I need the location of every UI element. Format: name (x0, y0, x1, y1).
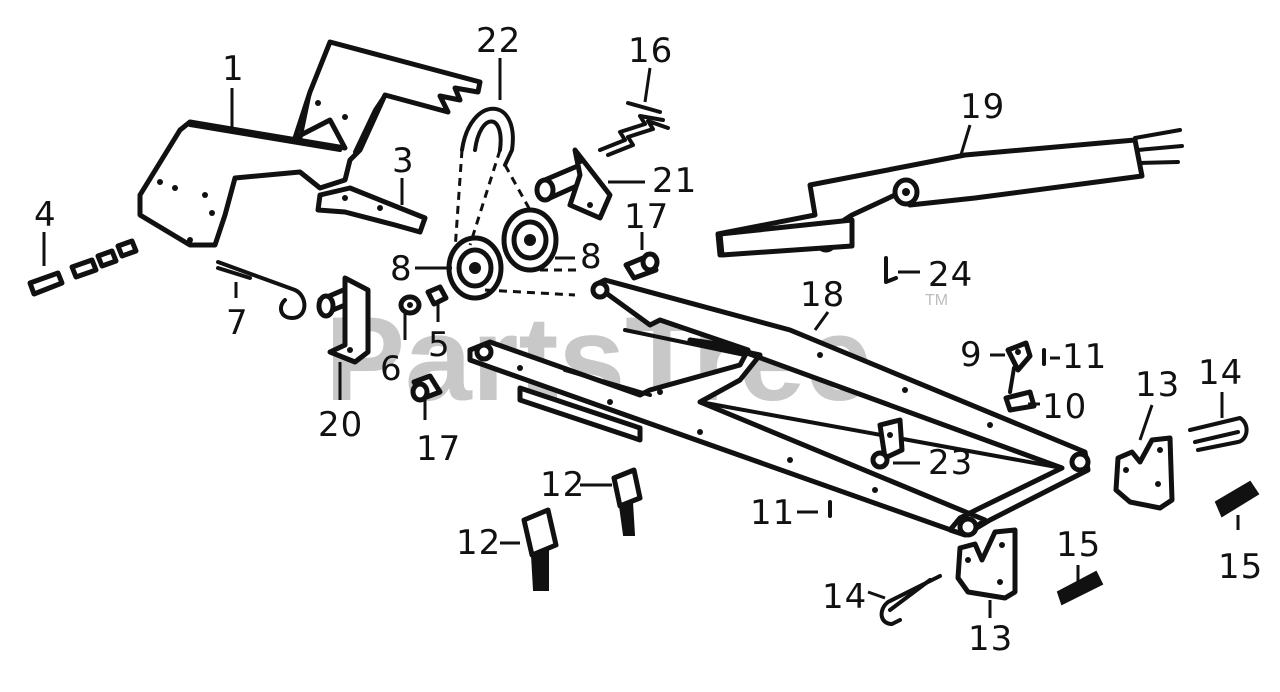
callout-3: 3 (392, 141, 415, 181)
part-8-pulley-right[interactable] (501, 207, 559, 273)
callout-11-lower: 11 (750, 493, 795, 533)
callout-22: 22 (476, 21, 521, 61)
leader-lines (42, 58, 1240, 618)
part-12-connector-upper[interactable] (611, 467, 643, 536)
part-22-belt-guide[interactable] (453, 106, 580, 297)
part-23-clamp[interactable] (870, 417, 905, 470)
callout-11-upper: 11 (1062, 337, 1107, 377)
callout-8-left: 8 (390, 249, 413, 289)
callout-12-upper: 12 (540, 465, 585, 505)
trademark-mark: TM (925, 292, 948, 309)
callout-14-lower: 14 (822, 577, 867, 617)
callout-15-right: 15 (1218, 547, 1263, 587)
callout-17-left: 17 (416, 429, 461, 469)
callout-9: 9 (960, 335, 983, 375)
part-10-pin[interactable] (1003, 389, 1037, 413)
part-20-pivot-bracket[interactable] (316, 275, 371, 365)
part-15-spring-right[interactable] (1214, 480, 1260, 518)
part-12-connector-lower[interactable] (521, 507, 559, 591)
part-1-bracket-plate[interactable] (137, 39, 483, 248)
callout-labels: 1 3 4 5 6 7 8 8 9 10 11 11 12 12 13 13 1… (34, 21, 1263, 659)
callout-7: 7 (226, 303, 249, 343)
part-5-nut[interactable] (425, 284, 449, 307)
part-14-hook-left[interactable] (879, 574, 942, 626)
part-6-washer[interactable] (398, 294, 422, 316)
callout-18: 18 (800, 275, 845, 315)
callout-20: 20 (318, 405, 363, 445)
part-24-pin[interactable] (884, 256, 898, 284)
callout-17-right: 17 (624, 197, 669, 237)
callout-10: 10 (1042, 387, 1087, 427)
callout-23: 23 (928, 443, 973, 483)
part-13-bracket-left[interactable] (955, 527, 1018, 601)
callout-13-upper: 13 (1135, 365, 1180, 405)
callout-16: 16 (628, 31, 673, 71)
callout-4: 4 (34, 195, 57, 235)
part-16-spring[interactable] (598, 101, 670, 157)
part-7-j-bolt[interactable] (216, 260, 307, 320)
part-17-bolt-upper[interactable] (623, 251, 660, 281)
callout-14-upper: 14 (1198, 353, 1243, 393)
part-9-link[interactable] (1005, 340, 1033, 394)
part-15-spring-left[interactable] (1056, 570, 1104, 606)
part-14-hook-right[interactable] (1188, 416, 1249, 452)
callout-21: 21 (652, 161, 697, 201)
part-19-handle-lever[interactable] (715, 128, 1184, 258)
part-8-pulley-left[interactable] (446, 235, 504, 301)
callout-19: 19 (960, 87, 1005, 127)
part-17-bolt-lower[interactable] (410, 373, 443, 403)
part-3-slotted-bracket[interactable] (315, 185, 428, 235)
part-4-pin-set[interactable] (27, 238, 139, 297)
callout-15-left: 15 (1056, 525, 1101, 565)
callout-8-right: 8 (580, 237, 603, 277)
callout-13-lower: 13 (968, 619, 1013, 659)
part-18-frame[interactable] (467, 277, 1091, 538)
part-13-bracket-right[interactable] (1113, 435, 1175, 511)
callout-1: 1 (222, 49, 245, 89)
callout-12-lower: 12 (456, 523, 501, 563)
callout-24: 24 (928, 255, 973, 295)
part-21-idler-arm[interactable] (534, 147, 613, 221)
callout-6: 6 (380, 349, 403, 389)
callout-5: 5 (428, 325, 451, 365)
